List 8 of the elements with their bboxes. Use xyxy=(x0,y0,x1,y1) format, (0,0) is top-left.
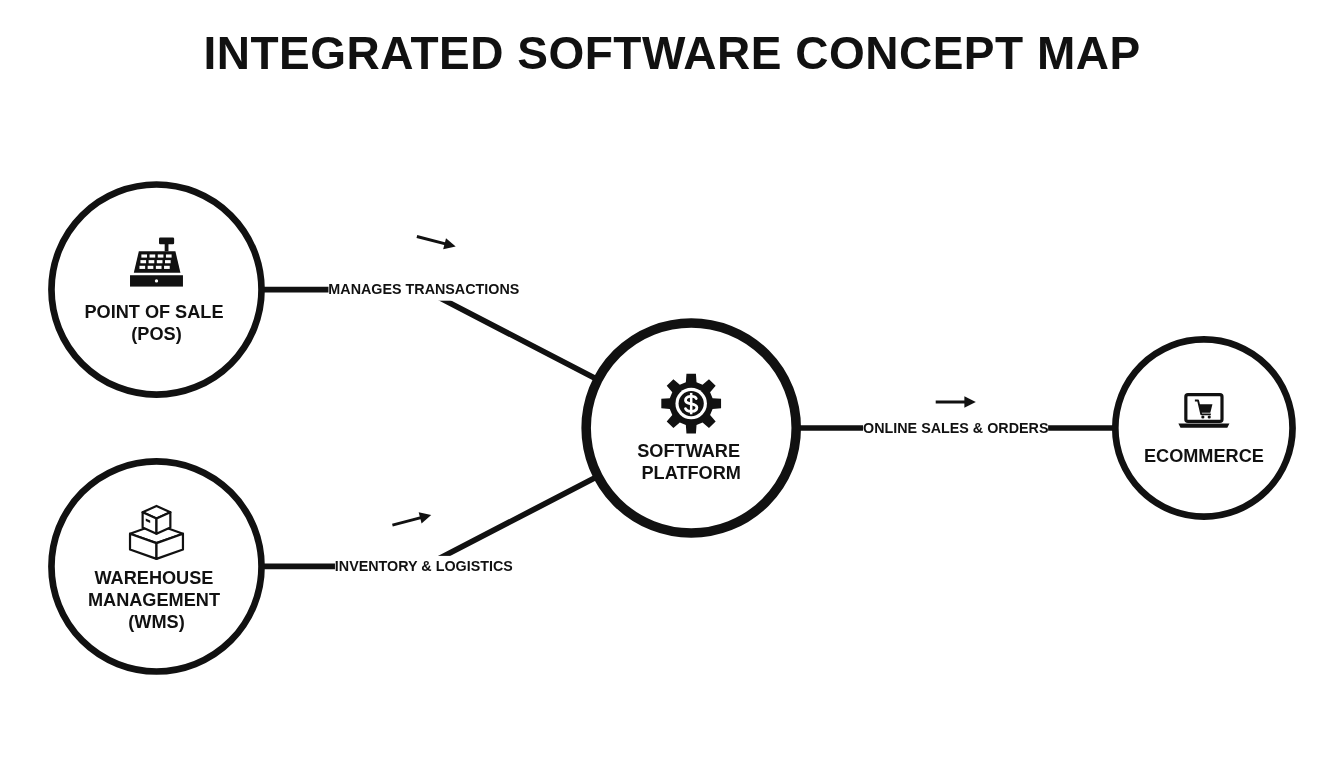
node-circle: WAREHOUSE MANAGEMENT (WMS) xyxy=(48,458,265,675)
edge-label: MANAGES TRANSACTIONS xyxy=(328,280,520,297)
node-circle: POINT OF SALE (POS) xyxy=(48,181,265,398)
node-circle: ECOMMERCE xyxy=(1111,336,1296,520)
diagram-title: INTEGRATED SOFTWARE CONCEPT MAP xyxy=(202,26,1142,80)
node-circle: SOFTWARE PLATFORM xyxy=(581,318,801,538)
edge-label: INVENTORY & LOGISTICS xyxy=(334,557,513,574)
edge-label: ONLINE SALES & ORDERS xyxy=(863,419,1049,436)
